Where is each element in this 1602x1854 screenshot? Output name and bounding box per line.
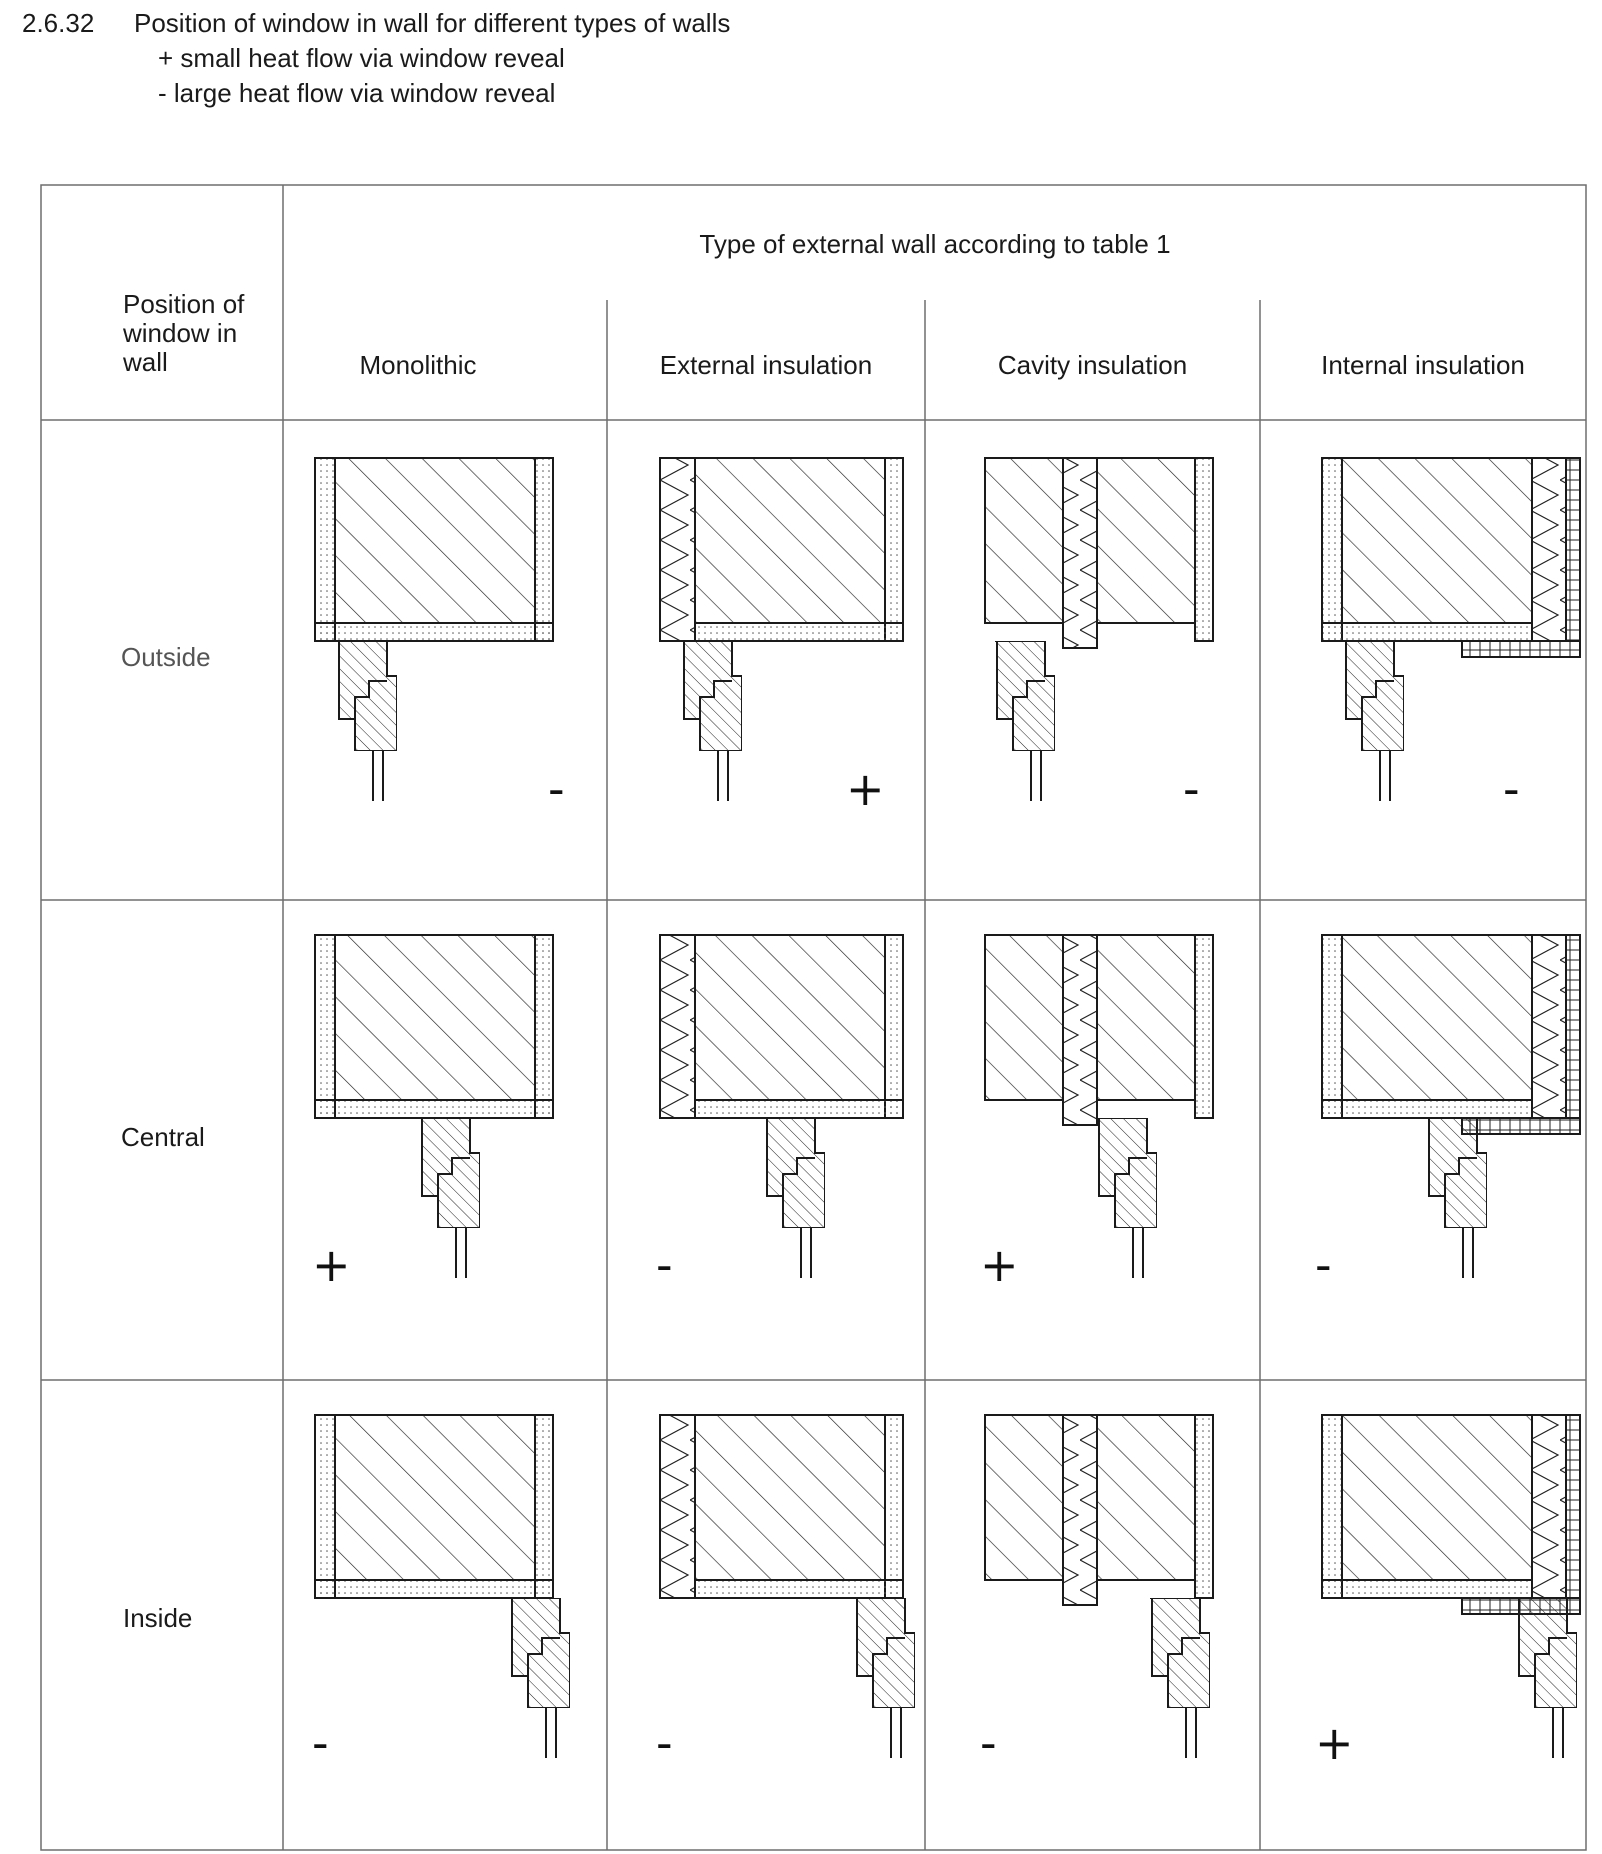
section-outside-int-render <box>1321 457 1343 642</box>
row-label-inside: Inside <box>123 1603 193 1633</box>
section-outside-ext-window-frame <box>682 641 742 751</box>
section-central-cav-cavity-insulation <box>1062 934 1098 1126</box>
rating-central-external: - <box>656 1238 673 1292</box>
section-central-cav-window-frame <box>1097 1118 1157 1228</box>
rating-central-internal: - <box>1315 1238 1332 1292</box>
section-outside-mono-plaster <box>534 457 554 642</box>
section-central-mono-masonry <box>334 934 536 1101</box>
section-outside-ext-external-insulation <box>659 457 696 642</box>
section-central-mono-window-frame <box>420 1118 480 1228</box>
rating-inside-monolithic: - <box>312 1716 329 1770</box>
section-central-mono-plaster <box>534 934 554 1119</box>
rating-outside-cavity: - <box>1183 762 1200 816</box>
section-outside-mono-render <box>314 457 336 642</box>
section-central-int-render <box>1321 934 1343 1119</box>
section-inside-ext-external-insulation <box>659 1414 696 1599</box>
legend-minus: - large heat flow via window reveal <box>158 78 556 108</box>
section-central-cav-outer-leaf <box>984 934 1064 1101</box>
section-central-ext-window-frame <box>765 1118 825 1228</box>
section-central-int-reveal <box>1321 1099 1533 1119</box>
column-group-header: Type of external wall according to table… <box>699 229 1171 259</box>
figure-number: 2.6.32 <box>22 8 95 38</box>
section-outside-mono-window-frame <box>337 641 397 751</box>
section-inside-int-internal-insulation <box>1531 1414 1567 1599</box>
section-central-int-reveal-lining <box>1461 1117 1581 1135</box>
section-central-cav-inner-leaf <box>1096 934 1196 1101</box>
section-outside-cav-outer-leaf <box>984 457 1064 624</box>
section-inside-cav-cavity-insulation <box>1062 1414 1098 1606</box>
section-outside-cav-inner-leaf <box>1096 457 1196 624</box>
section-central-int-window-frame <box>1427 1118 1487 1228</box>
section-inside-mono-masonry <box>334 1414 536 1581</box>
section-inside-mono-plaster <box>534 1414 554 1599</box>
section-outside-ext-plaster <box>884 457 904 642</box>
section-central-int-internal-insulation <box>1531 934 1567 1119</box>
section-inside-int-window-frame <box>1517 1598 1577 1708</box>
rating-outside-external: + <box>846 762 885 816</box>
section-inside-cav-plaster <box>1194 1414 1214 1599</box>
rating-inside-external: - <box>656 1716 673 1770</box>
rating-outside-monolithic: - <box>548 762 565 816</box>
section-inside-mono-render <box>314 1414 336 1599</box>
section-inside-ext-reveal <box>694 1579 904 1599</box>
section-central-ext-reveal <box>694 1099 904 1119</box>
section-inside-int-masonry <box>1341 1414 1533 1581</box>
section-outside-mono-reveal <box>314 622 554 642</box>
section-central-ext-plaster <box>884 934 904 1119</box>
section-central-ext-masonry <box>694 934 886 1101</box>
section-outside-int-internal-insulation <box>1531 457 1567 642</box>
section-central-ext-external-insulation <box>659 934 696 1119</box>
column-header-cavity-insulation: Cavity insulation <box>997 350 1188 380</box>
section-outside-ext-masonry <box>694 457 886 624</box>
section-outside-int-reveal-lining <box>1461 640 1581 658</box>
legend-plus: + small heat flow via window reveal <box>158 43 565 73</box>
rating-central-monolithic: + <box>312 1238 351 1292</box>
section-inside-ext-plaster <box>884 1414 904 1599</box>
section-inside-ext-window-frame <box>855 1598 915 1708</box>
section-outside-ext-reveal <box>694 622 904 642</box>
section-outside-cav-cavity-insulation <box>1062 457 1098 649</box>
section-inside-cav-window-frame <box>1150 1598 1210 1708</box>
wall-section-drawings <box>314 457 1581 1758</box>
rating-inside-internal: + <box>1315 1716 1354 1770</box>
section-inside-int-reveal <box>1321 1579 1533 1599</box>
figure-title: Position of window in wall for different… <box>134 8 731 38</box>
section-central-int-lining <box>1565 934 1581 1119</box>
section-inside-int-lining <box>1565 1414 1581 1599</box>
row-label-central: Central <box>121 1122 205 1152</box>
section-inside-cav-outer-leaf <box>984 1414 1064 1581</box>
row-header: Position of window in wall <box>123 289 245 377</box>
section-outside-int-lining <box>1565 457 1581 642</box>
section-central-mono-render <box>314 934 336 1119</box>
section-inside-mono-window-frame <box>510 1598 570 1708</box>
section-outside-cav-window-frame <box>995 641 1055 751</box>
column-header-internal-insulation: Internal insulation <box>1321 350 1525 380</box>
section-inside-int-render <box>1321 1414 1343 1599</box>
section-outside-int-masonry <box>1341 457 1533 624</box>
rating-outside-internal: - <box>1503 762 1520 816</box>
rating-central-cavity: + <box>980 1238 1019 1292</box>
section-outside-int-window-frame <box>1344 641 1404 751</box>
table-grid <box>40 184 1587 1851</box>
row-label-outside: Outside <box>121 642 211 672</box>
section-outside-int-reveal <box>1321 622 1533 642</box>
section-central-mono-reveal <box>314 1099 554 1119</box>
section-inside-cav-inner-leaf <box>1096 1414 1196 1581</box>
column-header-external-insulation: External insulation <box>659 350 873 380</box>
section-inside-ext-masonry <box>694 1414 886 1581</box>
rating-inside-cavity: - <box>980 1716 997 1770</box>
section-outside-mono-masonry <box>334 457 536 624</box>
section-inside-mono-reveal <box>314 1579 554 1599</box>
section-central-cav-plaster <box>1194 934 1214 1119</box>
section-central-int-masonry <box>1341 934 1533 1101</box>
section-outside-cav-plaster <box>1194 457 1214 642</box>
column-header-monolithic: Monolithic <box>359 350 477 380</box>
